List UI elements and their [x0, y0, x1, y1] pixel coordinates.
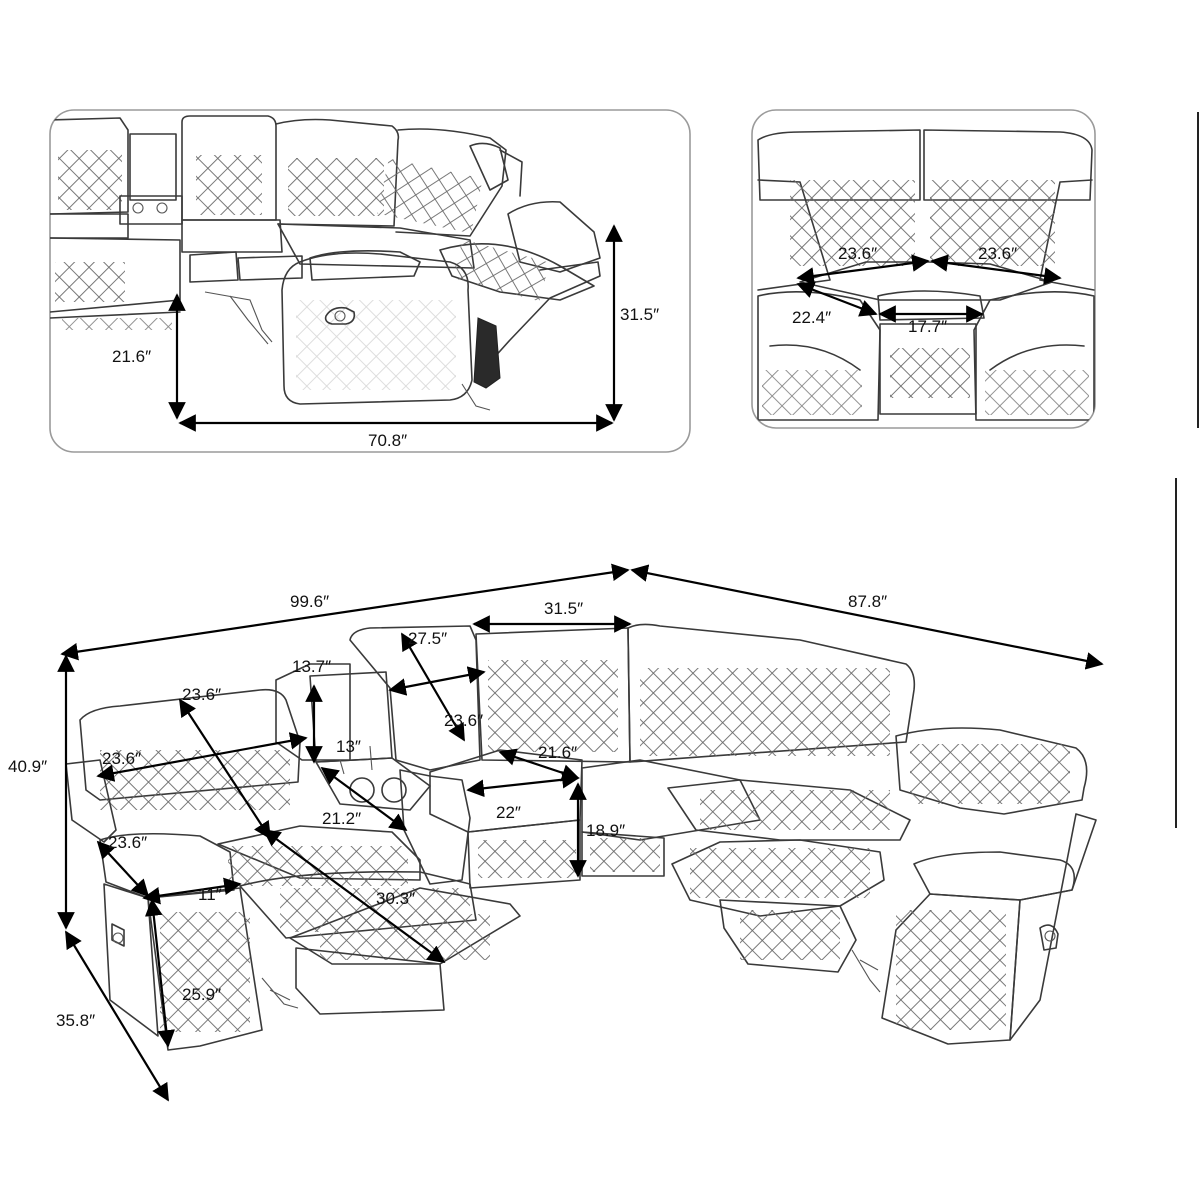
- left-width-label: 99.6″: [290, 592, 329, 611]
- corner-back-width-label: 31.5″: [544, 599, 583, 618]
- recliner-width-dim-line: [96, 732, 308, 782]
- main-dimensions: 99.6″ 87.8″ 31.5″ 27.5″ 13.7″ 23.6″ 23.6…: [8, 563, 1104, 1102]
- back-top-depth-label: 27.5″: [408, 629, 447, 648]
- arm-length-label: 25.9″: [182, 985, 221, 1004]
- corner-back-left-dim-line: [796, 254, 930, 285]
- right-width-dim-line: [630, 564, 1104, 670]
- seat-height-main-label: 18.9″: [586, 821, 625, 840]
- total-depth-label: 35.8″: [56, 1011, 95, 1030]
- mid-seat-width-dim-line: [388, 666, 486, 696]
- corner-back-left-label: 23.6″: [838, 244, 877, 263]
- arm-height-label: 23.6″: [108, 833, 147, 852]
- seat-height-label: 21.6″: [112, 347, 151, 366]
- reclined-depth-label: 30.3″: [376, 889, 415, 908]
- console-depth-dim-line: [320, 766, 408, 832]
- side-view-dimensions: 21.6″ 31.5″ 70.8″: [112, 224, 659, 450]
- corner-side-dim-line: [796, 281, 878, 317]
- left-width-dim-line: [60, 563, 630, 661]
- corner-back-right-dim-line: [930, 254, 1062, 285]
- seat-depth-label: 21.6″: [538, 743, 577, 762]
- mid-seat-width-label: 23.6″: [444, 711, 483, 730]
- console-depth-label: 21.2″: [322, 809, 361, 828]
- total-height-main-label: 40.9″: [8, 757, 47, 776]
- total-height-label: 31.5″: [620, 305, 659, 324]
- corner-side-label: 22.4″: [792, 308, 831, 327]
- reclined-depth-dim-line: [262, 828, 446, 964]
- total-depth-dim-line: [65, 930, 169, 1102]
- console-width-label: 13″: [336, 737, 361, 756]
- corner-back-right-label: 23.6″: [978, 244, 1017, 263]
- main-sectional-view: 99.6″ 87.8″ 31.5″ 27.5″ 13.7″ 23.6″ 23.6…: [8, 563, 1104, 1102]
- arm-width-label: 11″: [198, 885, 222, 904]
- arm-width-dim-line: [142, 877, 242, 905]
- corner-view-dimensions: 23.6″ 23.6″ 22.4″ 17.7″: [792, 244, 1062, 336]
- recliner-back-height-label: 23.6″: [182, 685, 221, 704]
- corner-view-panel: 23.6″ 23.6″ 22.4″ 17.7″: [751, 109, 1096, 429]
- console-height-label: 13.7″: [292, 657, 331, 676]
- arm-height-dim-line: [96, 840, 150, 898]
- right-width-label: 87.8″: [848, 592, 887, 611]
- corner-front-label: 17.7″: [908, 317, 947, 336]
- side-view-sofa-sketch: [50, 115, 601, 411]
- recliner-width-label: 23.6″: [102, 749, 141, 768]
- mid-seat-front-label: 22″: [496, 803, 521, 822]
- side-view-panel: 21.6″ 31.5″ 70.8″: [49, 109, 691, 453]
- reclined-length-label: 70.8″: [368, 431, 407, 450]
- mid-seat-front-dim-line: [466, 770, 580, 798]
